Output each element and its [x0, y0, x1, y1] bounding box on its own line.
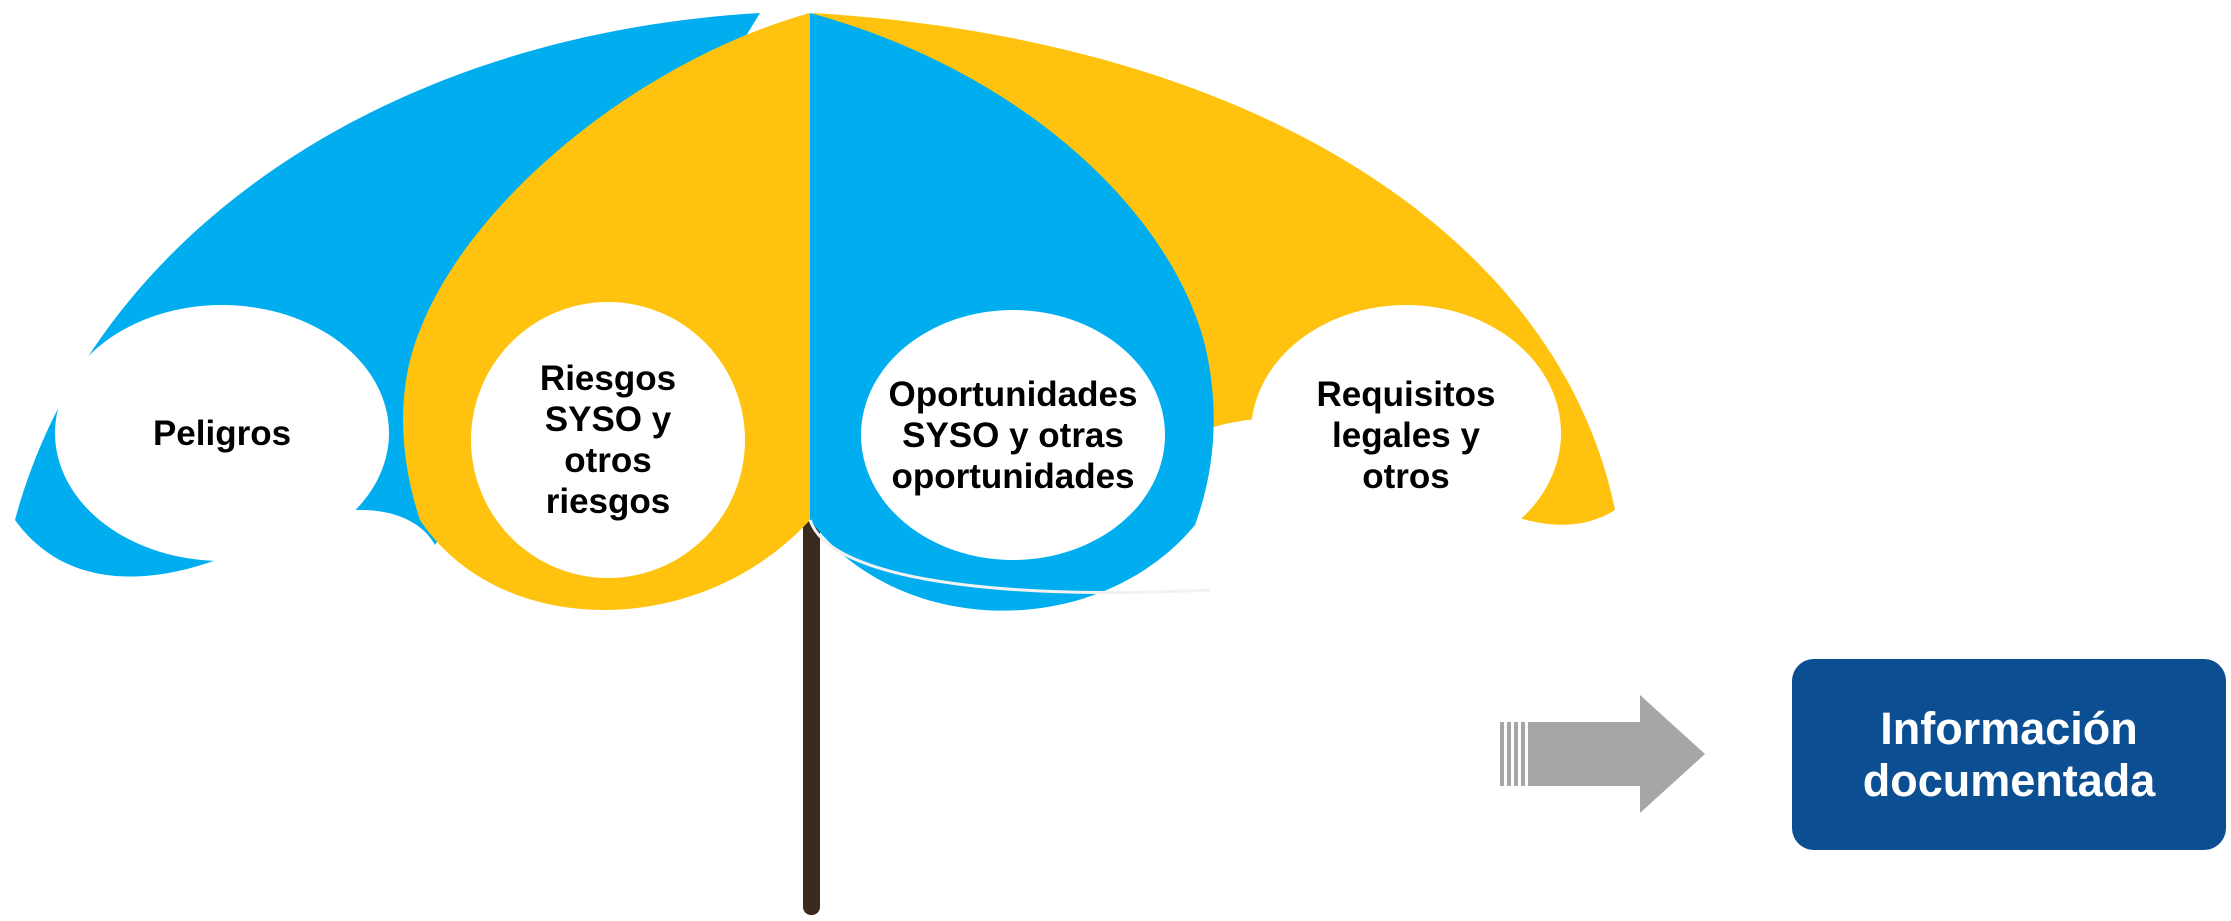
panel-label-peligros: Peligros [152, 413, 292, 453]
panel-circle-4 [1251, 305, 1561, 561]
scallop-line [808, 519, 1211, 594]
panel-circle-3 [861, 310, 1165, 560]
umbrella-pole [803, 515, 820, 915]
panel-label-riesgos: Riesgos SYSO y otros riesgos [539, 359, 677, 521]
panel-circle-1 [55, 305, 389, 561]
panel-circle-2 [471, 302, 745, 578]
documented-information-box: Información documentada [1792, 659, 2226, 850]
panel-label-requisitos: Requisitos legales y otros [1316, 374, 1496, 496]
panel-label-oportunidades: Oportunidades SYSO y otras oportunidades [888, 374, 1138, 496]
right-arrow-icon [1500, 695, 1705, 813]
